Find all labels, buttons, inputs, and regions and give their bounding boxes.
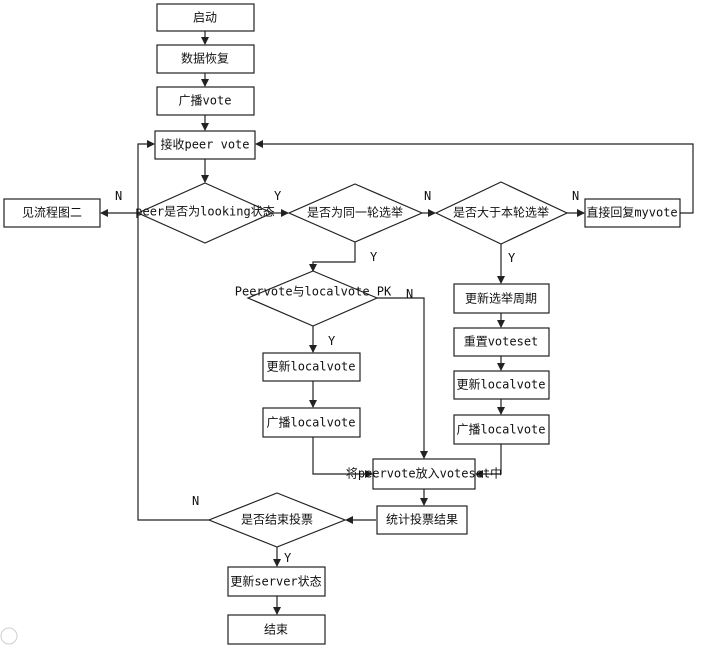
node-reset-voteset-text: 重置voteset: [464, 335, 539, 349]
node-reply-myvote-text: 直接回复myvote: [586, 205, 677, 220]
label-looking-no: N: [115, 189, 122, 203]
node-start: 启动: [156, 3, 255, 32]
node-update-local-left-text: 更新localvote: [266, 359, 355, 374]
node-broadcast-local-left: 广播localvote: [262, 407, 361, 438]
label-same-no: N: [424, 189, 431, 203]
node-recover: 数据恢复: [156, 44, 255, 74]
watermark-icon: [0, 627, 18, 645]
node-pk-text: Peervote与localvote PK: [235, 285, 392, 299]
node-count-votes: 统计投票结果: [376, 505, 468, 535]
label-pk-no: N: [406, 287, 413, 301]
node-update-local-left: 更新localvote: [262, 352, 361, 382]
node-reply-myvote: 直接回复myvote: [584, 198, 681, 228]
node-end-text: 结束: [264, 623, 288, 637]
node-broadcast-local-right-text: 广播localvote: [456, 423, 545, 437]
node-update-cycle: 更新选举周期: [453, 283, 550, 314]
edge-broadcast-right-put: [475, 444, 502, 478]
node-pk: Peervote与localvote PK: [235, 270, 392, 327]
node-see-flow2-text: 见流程图二: [22, 205, 82, 220]
label-same-yes: Y: [370, 250, 378, 264]
edge-labels: N Y N N Y Y N Y N Y: [115, 189, 579, 565]
node-is-looking-text: peer是否为looking状态: [135, 205, 274, 219]
label-greater-no: N: [572, 189, 579, 203]
node-same-round: 是否为同一轮选举: [287, 183, 424, 243]
node-is-looking: peer是否为looking状态: [135, 182, 275, 244]
edge-end-no: [137, 140, 209, 521]
node-end: 结束: [227, 614, 326, 645]
node-see-flow2: 见流程图二: [3, 198, 101, 228]
node-recover-text: 数据恢复: [181, 51, 229, 66]
edges: [100, 31, 694, 615]
node-update-local-right: 更新localvote: [453, 370, 550, 400]
node-update-server: 更新server状态: [227, 566, 326, 597]
label-end-no: N: [192, 494, 199, 508]
node-update-server-text: 更新server状态: [230, 574, 321, 589]
label-looking-yes: Y: [274, 189, 282, 203]
node-put-voteset: 将peervote放入voteset中: [346, 458, 502, 490]
node-greater-round: 是否大于本轮选举: [434, 181, 569, 245]
node-broadcast-vote-text: 广播vote: [179, 94, 232, 108]
edge-pk-no: [377, 297, 428, 459]
edge-reply-loop: [255, 140, 694, 214]
node-broadcast-vote: 广播vote: [156, 86, 255, 116]
label-greater-yes: Y: [508, 251, 516, 265]
node-same-round-text: 是否为同一轮选举: [307, 206, 403, 220]
node-update-local-right-text: 更新localvote: [456, 377, 545, 392]
node-is-end-text: 是否结束投票: [241, 512, 313, 527]
node-broadcast-local-right: 广播localvote: [453, 414, 550, 445]
edge-broadcast-left-put: [312, 437, 373, 478]
label-pk-yes: Y: [328, 334, 336, 348]
node-receive: 接收peer vote: [154, 130, 256, 160]
node-put-voteset-text: 将peervote放入voteset中: [346, 466, 502, 481]
node-is-end: 是否结束投票: [207, 492, 347, 548]
node-broadcast-local-left-text: 广播localvote: [266, 416, 355, 430]
edge-same-yes: [309, 242, 356, 272]
node-count-votes-text: 统计投票结果: [386, 512, 458, 527]
node-receive-text: 接收peer vote: [160, 137, 249, 152]
label-end-yes: Y: [284, 551, 292, 565]
node-update-cycle-text: 更新选举周期: [465, 291, 537, 306]
node-start-text: 启动: [193, 11, 217, 25]
node-greater-round-text: 是否大于本轮选举: [453, 206, 549, 220]
node-reset-voteset: 重置voteset: [453, 327, 550, 357]
